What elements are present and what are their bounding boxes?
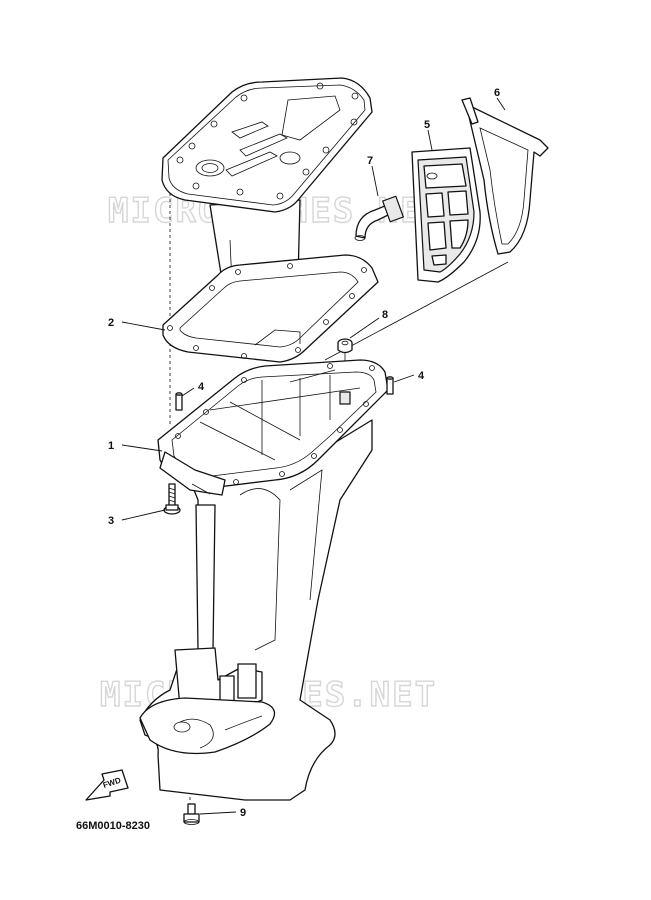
dowel-pin-right: [386, 376, 394, 395]
dowel-pin-left: [175, 392, 183, 411]
callout-labels: 1 2 3 4 4 5 6 7 8 9: [108, 87, 500, 819]
hose-part-7: [354, 195, 404, 241]
gasket-part-2: [162, 254, 379, 363]
callout-2: 2: [108, 317, 114, 329]
callout-4-right: 4: [418, 370, 425, 382]
seal-part-6: [461, 97, 549, 255]
callout-leaders: [121, 97, 506, 815]
screen-part-5: [411, 147, 481, 283]
diagram-part-code: 66M0010-8230: [76, 820, 150, 832]
bolt-part-3: [163, 483, 181, 515]
callout-1: 1: [108, 440, 114, 452]
callout-3: 3: [108, 515, 114, 527]
callout-7: 7: [367, 155, 373, 167]
upper-casing-part-1: [139, 359, 389, 801]
callout-9: 9: [240, 807, 246, 819]
callout-5: 5: [424, 119, 430, 131]
bolt-part-9: [183, 803, 200, 825]
callout-6: 6: [494, 87, 500, 99]
grommet-part-8: [337, 338, 353, 354]
callout-4-left: 4: [198, 381, 205, 393]
forward-direction-arrow: FWD: [85, 769, 129, 801]
callout-8: 8: [382, 309, 388, 321]
